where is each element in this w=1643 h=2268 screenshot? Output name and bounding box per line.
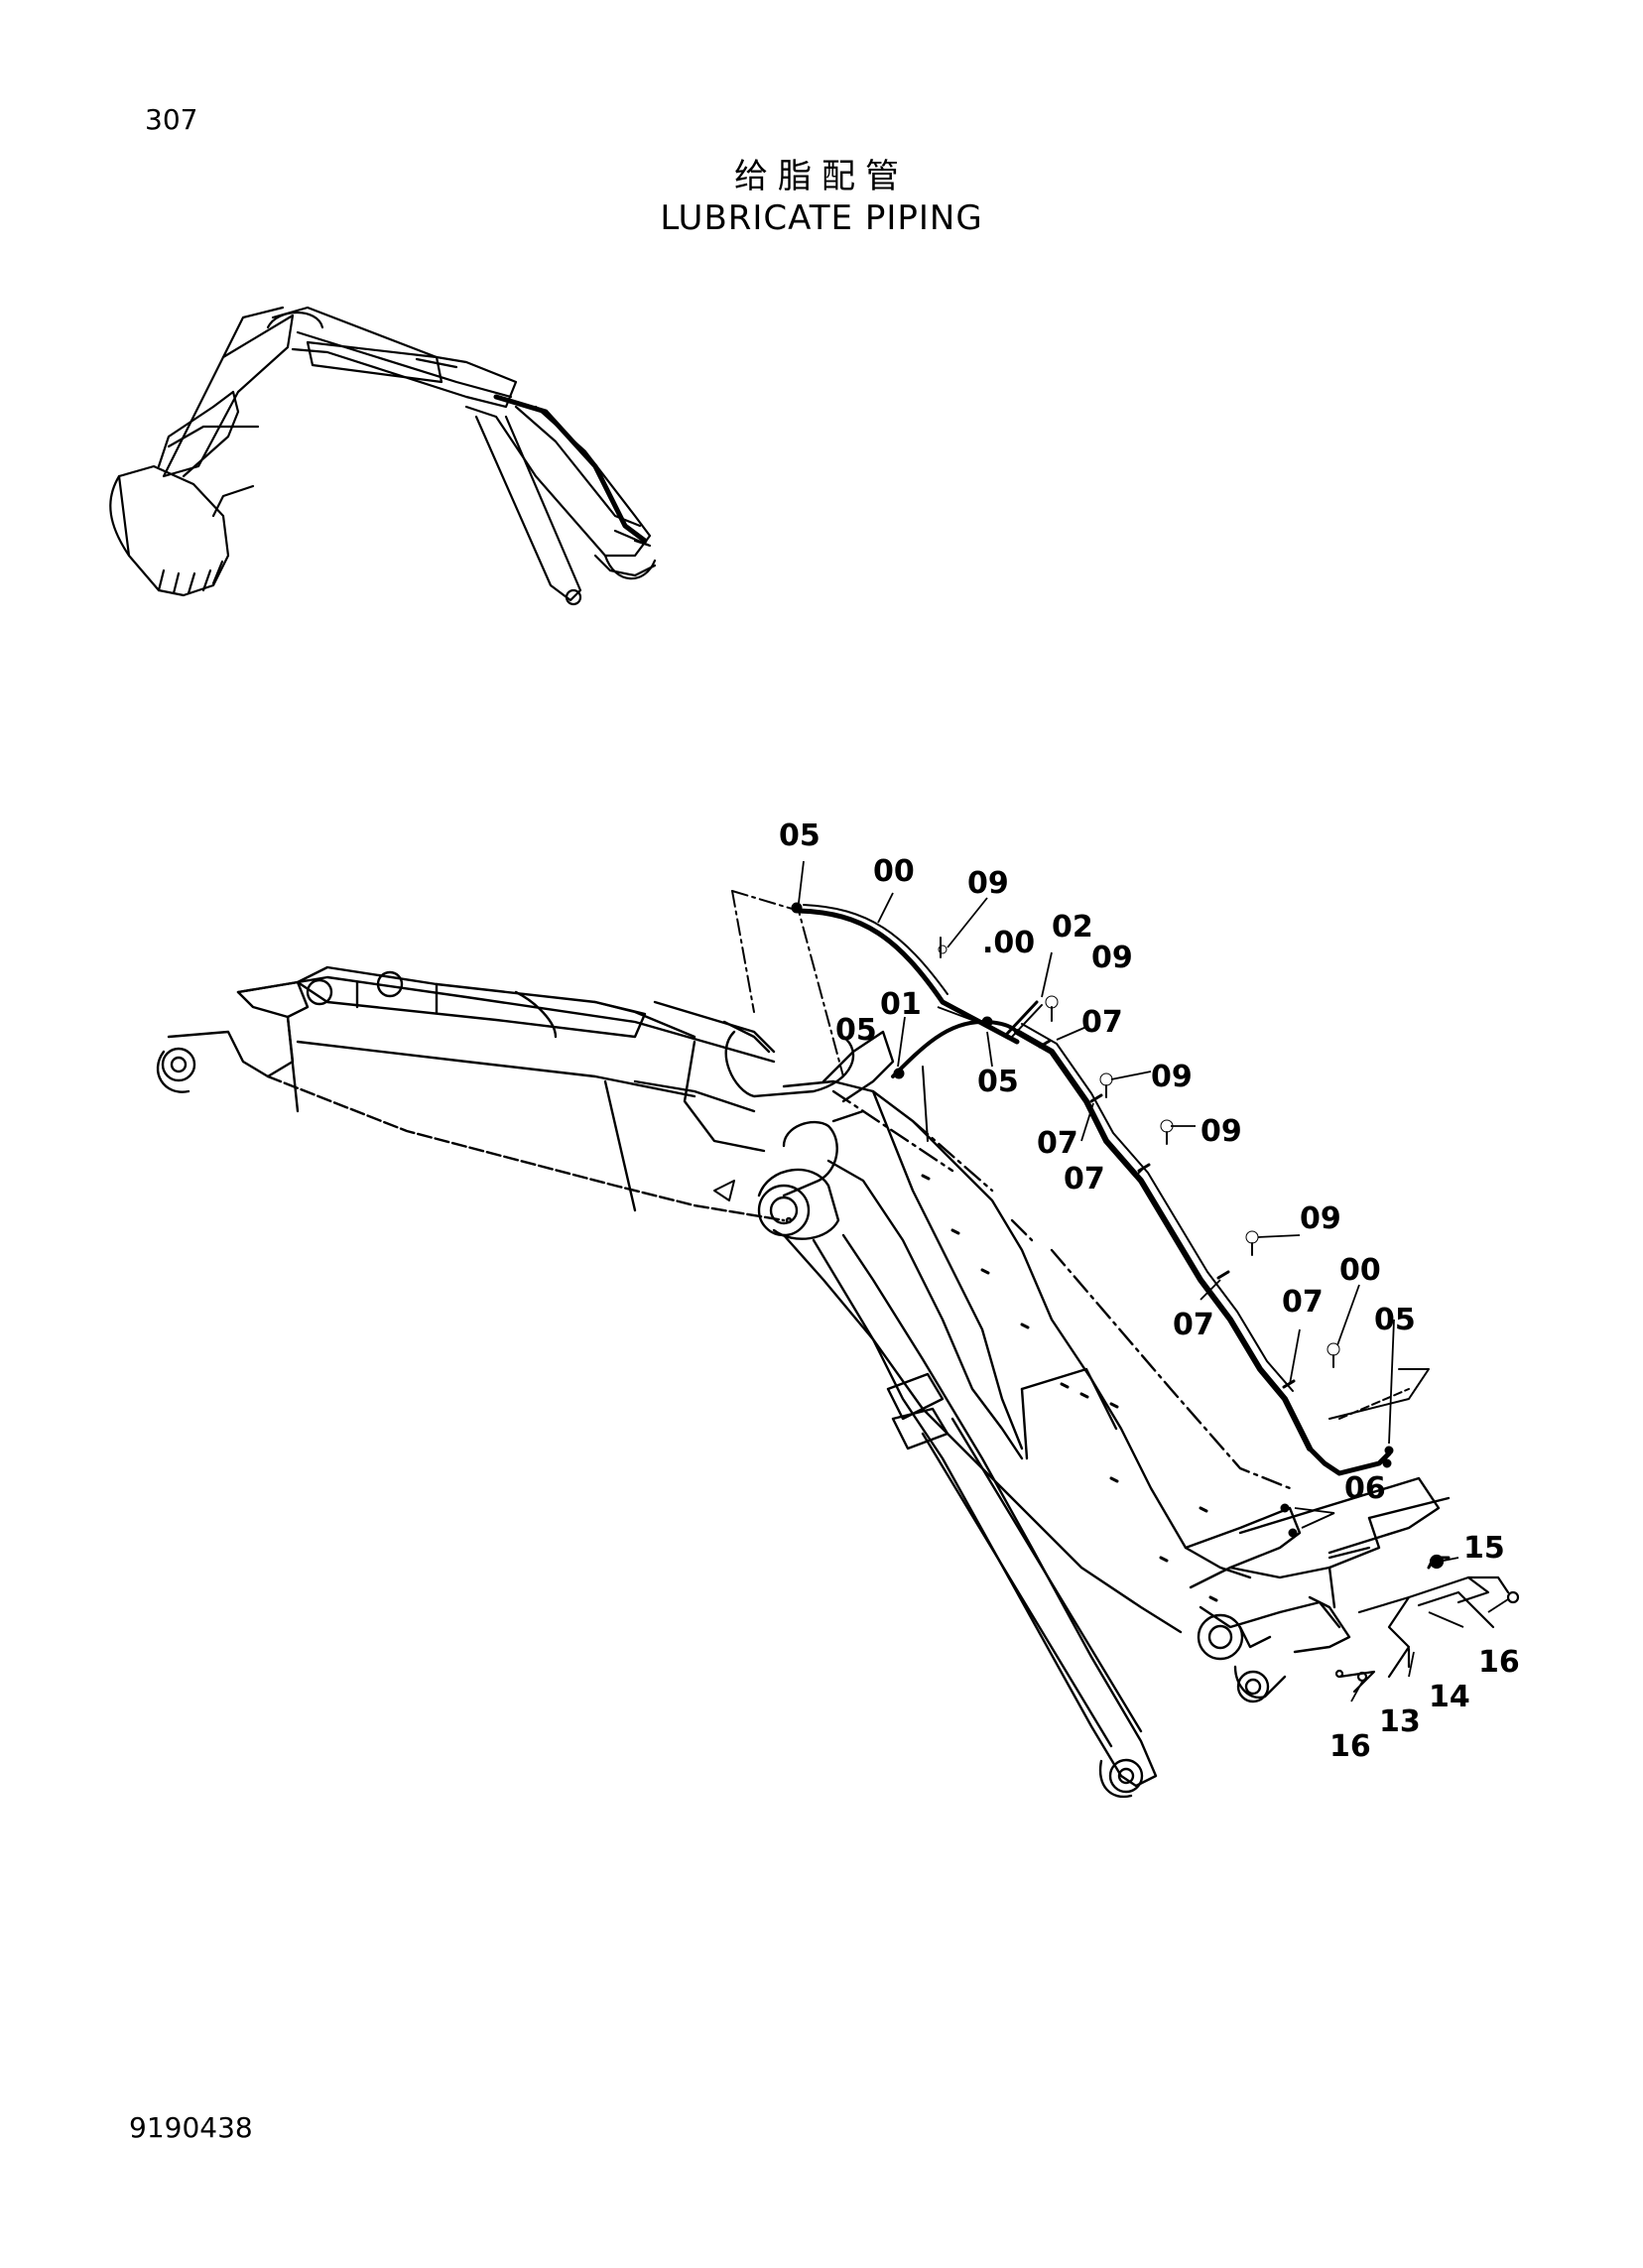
- callout-14: 14: [1429, 1680, 1470, 1714]
- page-title-english: LUBRICATE PIPING: [660, 198, 983, 238]
- boom-cylinder: [812, 1233, 1158, 1799]
- boom-assembly: [724, 1030, 1451, 1703]
- lube-pipe-route: [713, 890, 1430, 1538]
- leader-lines: [798, 860, 1509, 1702]
- callout-16: 16: [1478, 1645, 1520, 1680]
- boom-foot-lube-lines: [1327, 1546, 1520, 1694]
- callout-09: 09: [1300, 1201, 1341, 1236]
- callout-07: 07: [1064, 1162, 1105, 1197]
- callout-05: 05: [1374, 1303, 1416, 1337]
- callout-labels: 05 00 09 .00 02 09 05 01 07 05 09 07 09 …: [779, 819, 1520, 1764]
- arm-assembly: [157, 965, 786, 1222]
- callout-01: 01: [880, 987, 922, 1022]
- callout-00: 00: [873, 854, 915, 889]
- callout-05: 05: [977, 1065, 1019, 1099]
- callout-13: 13: [1379, 1704, 1421, 1739]
- callout-09: 09: [1091, 941, 1133, 975]
- callout-15: 15: [1463, 1531, 1505, 1566]
- callout-05: 05: [779, 819, 821, 853]
- callout-00: .00: [982, 926, 1035, 960]
- callout-07: 07: [1173, 1308, 1214, 1342]
- callout-02: 02: [1052, 910, 1093, 945]
- callout-07: 07: [1037, 1126, 1078, 1161]
- callout-16: 16: [1329, 1729, 1371, 1764]
- callout-00: 00: [1339, 1253, 1381, 1288]
- page-number: 307: [145, 103, 198, 136]
- callout-06: 06: [1344, 1471, 1386, 1506]
- callout-07: 07: [1282, 1285, 1324, 1320]
- callout-09: 09: [1201, 1114, 1242, 1149]
- overview-inset: [109, 306, 657, 606]
- callout-05: 05: [835, 1013, 877, 1048]
- callout-09: 09: [1151, 1060, 1193, 1094]
- document-number: 9190438: [129, 2111, 253, 2144]
- callout-09: 09: [967, 866, 1009, 901]
- page-title-chinese: 给脂配管: [734, 157, 909, 196]
- callout-07: 07: [1081, 1005, 1123, 1040]
